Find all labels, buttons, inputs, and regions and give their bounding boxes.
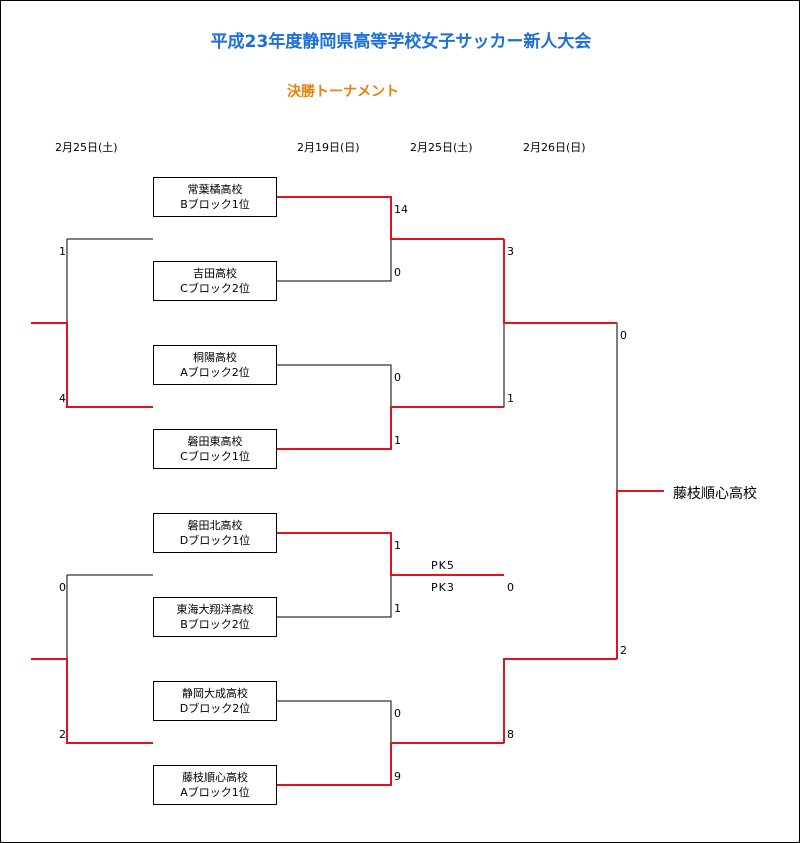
team-name: 常葉橘高校	[187, 183, 243, 196]
team-seed: Aブロック2位	[180, 366, 250, 379]
pk-top: PK5	[431, 559, 455, 572]
final-winner-line	[616, 490, 664, 659]
score-m1-top: 14	[394, 203, 408, 216]
date-round1: 2月19日(日)	[297, 141, 360, 154]
page-title: 平成23年度静岡県高等学校女子サッカー新人大会	[210, 32, 592, 52]
team-seed: Dブロック1位	[179, 534, 251, 547]
pk-bottom: PK3	[431, 581, 455, 594]
m3-winner-line	[277, 532, 504, 576]
m4-loser-line	[277, 700, 392, 743]
team-box-7: 静岡大成高校 Dブロック2位	[153, 681, 277, 721]
team-box-5: 磐田北高校 Dブロック1位	[153, 513, 277, 553]
m2-winner-line	[277, 406, 504, 450]
score-m3-bottom: 1	[394, 602, 401, 615]
team-box-8: 藤枝順心高校 Aブロック1位	[153, 765, 277, 805]
team-name: 吉田高校	[193, 267, 237, 280]
m3-loser-line	[277, 575, 392, 618]
sf1-winner-line	[503, 239, 617, 324]
page-subtitle: 決勝トーナメント	[287, 84, 399, 100]
sf2-loser-line	[391, 659, 505, 744]
score-final-bottom: 2	[620, 644, 627, 657]
team-box-1: 常葉橘高校 Bブロック1位	[153, 177, 277, 217]
team-seed: Dブロック2位	[179, 702, 251, 715]
m2-loser-line	[277, 364, 392, 407]
team-box-3: 桐陽高校 Aブロック2位	[153, 345, 277, 385]
m4-winner-line	[277, 742, 504, 786]
final-loser-line	[504, 322, 618, 491]
team-name: 東海大翔洋高校	[176, 603, 254, 616]
date-final: 2月26日(日)	[523, 141, 586, 154]
sf1-loser-line	[391, 323, 505, 408]
score-m2-bottom: 1	[394, 434, 401, 447]
team-name: 静岡大成高校	[182, 687, 248, 700]
left1-winner-line	[31, 322, 153, 408]
score-m1-bottom: 0	[394, 266, 401, 279]
score-left1-bottom: 4	[59, 392, 66, 405]
champion-label: 藤枝順心高校	[673, 486, 757, 502]
score-m4-bottom: 9	[394, 770, 401, 783]
m1-winner-line	[277, 196, 504, 240]
score-left1-top: 1	[59, 245, 66, 258]
team-seed: Cブロック1位	[180, 450, 250, 463]
score-sf2-top: 0	[507, 581, 514, 594]
team-seed: Cブロック2位	[180, 282, 250, 295]
score-sf2-bottom: 8	[507, 728, 514, 741]
score-m2-top: 0	[394, 371, 401, 384]
date-first-round: 2月25日(土)	[55, 141, 118, 154]
score-left2-bottom: 2	[59, 728, 66, 741]
team-seed: Aブロック1位	[180, 786, 250, 799]
score-final-top: 0	[620, 329, 627, 342]
score-sf1-bottom: 1	[507, 392, 514, 405]
team-name: 桐陽高校	[193, 351, 237, 364]
team-name: 磐田北高校	[187, 519, 243, 532]
team-box-6: 東海大翔洋高校 Bブロック2位	[153, 597, 277, 637]
team-box-2: 吉田高校 Cブロック2位	[153, 261, 277, 301]
team-box-4: 磐田東高校 Cブロック1位	[153, 429, 277, 469]
team-seed: Bブロック2位	[180, 618, 250, 631]
score-left2-top: 0	[59, 581, 66, 594]
date-round2: 2月25日(土)	[410, 141, 473, 154]
left2-winner-line	[31, 658, 153, 744]
score-m4-top: 0	[394, 707, 401, 720]
score-sf1-top: 3	[507, 245, 514, 258]
team-name: 磐田東高校	[187, 435, 243, 448]
score-m3-top: 1	[394, 539, 401, 552]
team-seed: Bブロック1位	[180, 198, 250, 211]
sf2-winner-line	[503, 658, 617, 743]
m1-loser-line	[277, 239, 392, 282]
team-name: 藤枝順心高校	[182, 771, 248, 784]
